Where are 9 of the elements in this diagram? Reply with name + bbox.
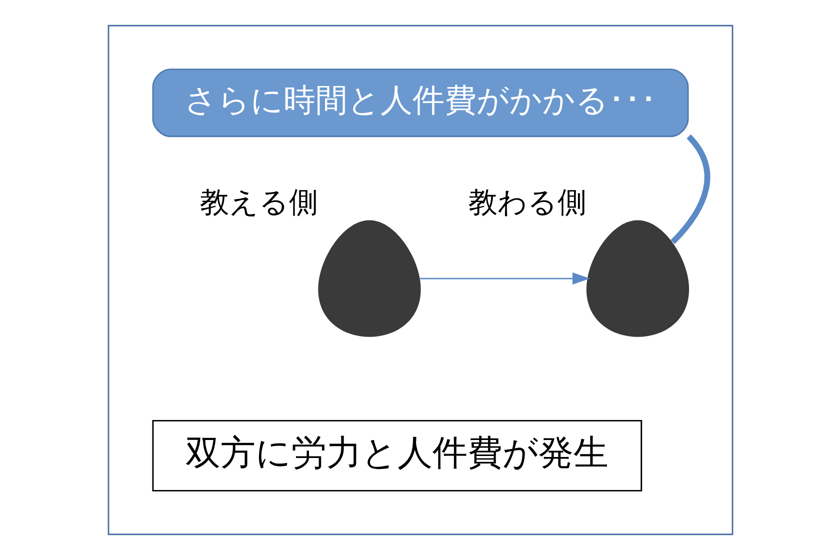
node-box: 双方に労力と人件費が発生 bbox=[152, 420, 642, 492]
node-label: 教える側 bbox=[200, 185, 318, 220]
node-label: 教わる側 bbox=[468, 185, 586, 220]
cluster bbox=[107, 24, 733, 536]
connector bbox=[670, 134, 710, 244]
node-box: さらに時間と人件費がかかる･･･ bbox=[152, 68, 688, 138]
node-person bbox=[586, 220, 689, 337]
node-person bbox=[318, 220, 420, 337]
arrow bbox=[418, 272, 590, 285]
